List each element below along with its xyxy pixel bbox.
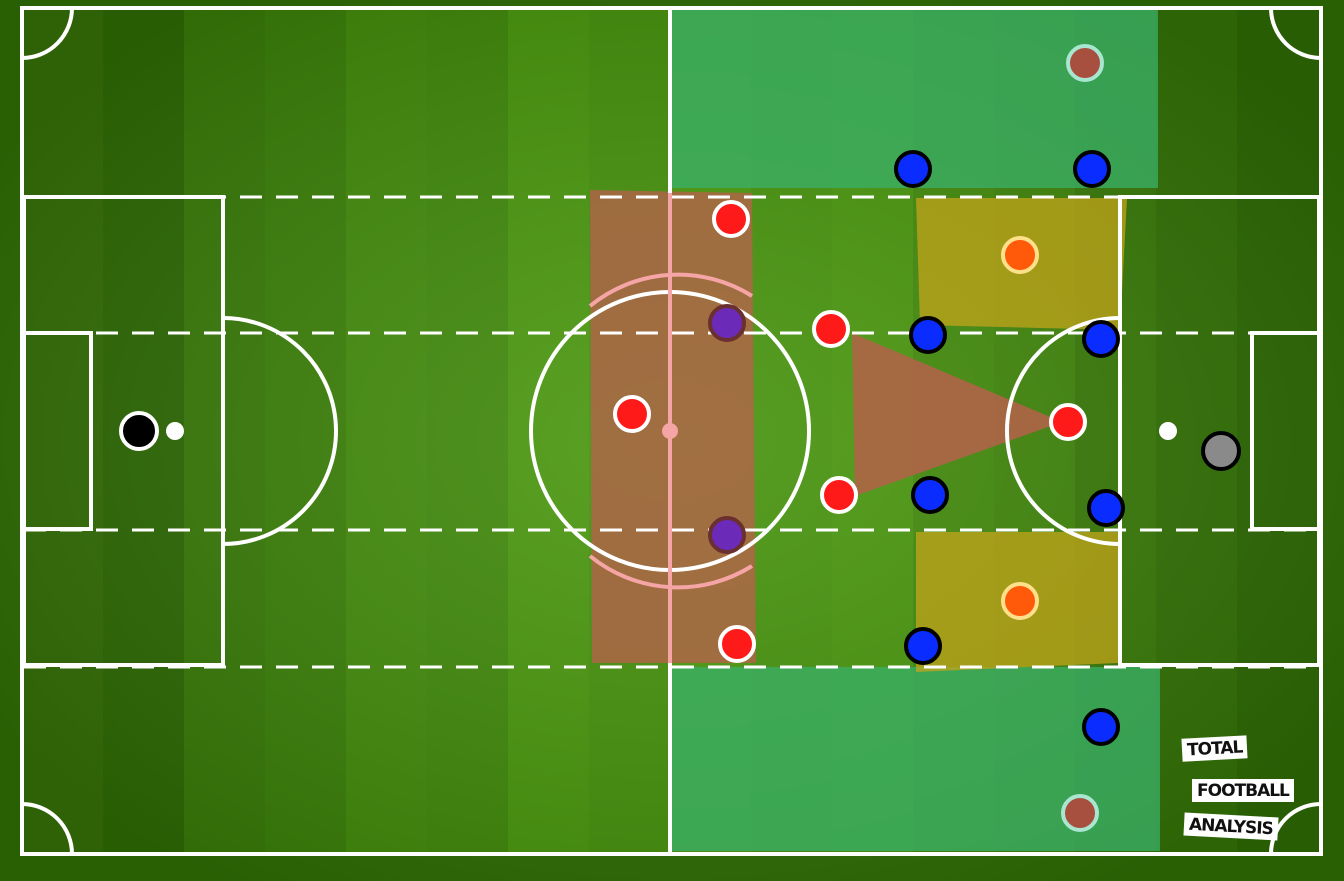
- blue-player-brown-21: [1066, 44, 1104, 82]
- red-player-red-7: [718, 625, 756, 663]
- blue-player-blue-12: [1073, 150, 1111, 188]
- red-player-red-3: [712, 200, 750, 238]
- red-player-red-8: [812, 310, 850, 348]
- blue-player-orange-19: [1001, 236, 1039, 274]
- passing-triangle-zone: [852, 333, 1062, 496]
- blue-player-blue-11: [894, 150, 932, 188]
- centre-spot-highlight: [662, 423, 678, 439]
- red-goalkeeper-black-1: [119, 411, 159, 451]
- players-layer: [119, 44, 1241, 832]
- red-player-red-10: [1049, 403, 1087, 441]
- logo-football: FOOTBALL: [1192, 779, 1294, 802]
- blue-player-orange-20: [1001, 582, 1039, 620]
- logo-total: TOTAL: [1181, 735, 1248, 762]
- red-player-red-5: [613, 395, 651, 433]
- red-player-purple-6: [708, 516, 746, 554]
- blue-player-blue-16: [1087, 489, 1125, 527]
- blue-player-blue-18: [1082, 708, 1120, 746]
- blue-player-brown-22: [1061, 794, 1099, 832]
- blue-player-blue-13: [909, 316, 947, 354]
- spot-markings: [166, 422, 1177, 440]
- blue-goalkeeper-grey-2: [1201, 431, 1241, 471]
- blue-player-blue-15: [911, 476, 949, 514]
- blue-player-blue-14: [1082, 320, 1120, 358]
- red-player-purple-4: [708, 304, 746, 342]
- red-player-red-9: [820, 476, 858, 514]
- logo-analysis: ANALYSIS: [1183, 812, 1279, 841]
- blue-player-blue-17: [904, 627, 942, 665]
